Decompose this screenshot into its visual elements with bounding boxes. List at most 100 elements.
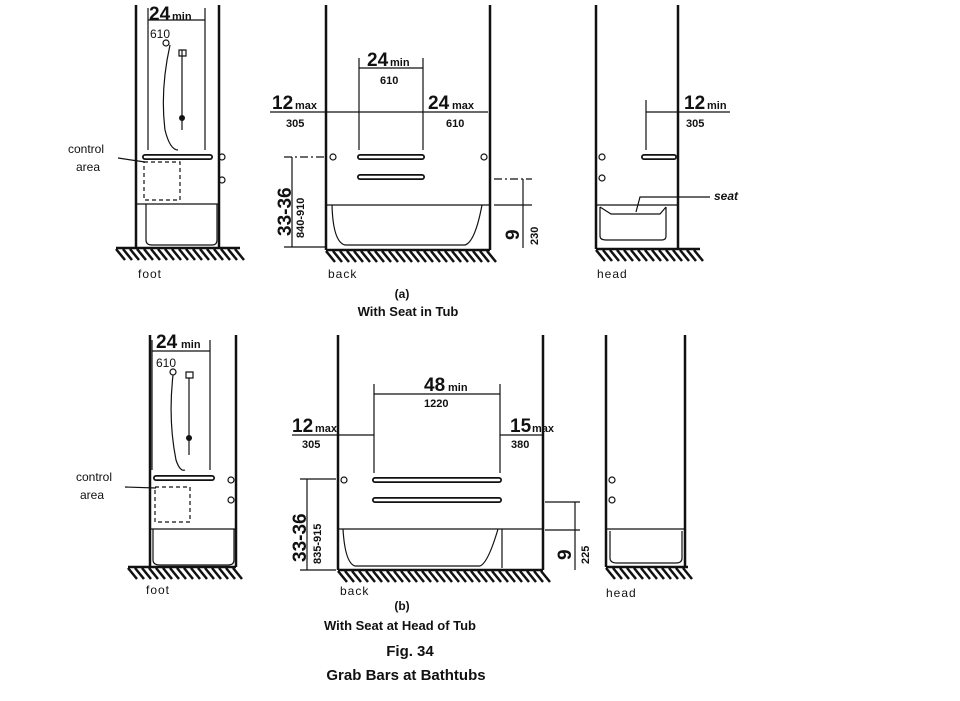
- hand-shower-icon: [170, 371, 194, 471]
- hatch-line: [682, 567, 693, 580]
- hatch-line: [479, 250, 490, 263]
- panel-b-foot-view: 24 min 610 control area foot: [76, 332, 238, 597]
- figure-number: Fig. 34: [386, 643, 434, 660]
- hatch-line: [672, 249, 683, 262]
- hatch-line: [540, 570, 551, 583]
- hatch-line: [386, 570, 397, 583]
- hatch-line: [367, 250, 378, 263]
- hatch-line: [171, 248, 182, 261]
- hatch-line: [626, 567, 637, 580]
- hatch-line: [416, 250, 427, 263]
- hatch-line: [185, 248, 196, 261]
- hatch-line: [190, 567, 201, 580]
- dim-qualifier: min: [172, 11, 192, 23]
- hatch-line: [644, 249, 655, 262]
- hatch-line: [421, 570, 432, 583]
- dim-metric: 840-910: [295, 198, 307, 238]
- view-label-head: head: [597, 267, 628, 281]
- hatch-line: [344, 570, 355, 583]
- hatch-line: [148, 567, 159, 580]
- hatch-line: [451, 250, 462, 263]
- dim-metric: 230: [529, 227, 541, 245]
- hatch-line: [234, 248, 245, 261]
- grab-bar-end: [218, 153, 226, 161]
- hatch-line: [211, 567, 222, 580]
- dim-value: 24: [367, 50, 389, 71]
- dim-metric: 835-915: [312, 524, 324, 564]
- hatch-line: [654, 567, 665, 580]
- hatch-line: [423, 250, 434, 263]
- hatch-line: [339, 250, 350, 263]
- hatch-line: [374, 250, 385, 263]
- dim-qualifier: max: [295, 100, 318, 112]
- dim-value: 24: [428, 93, 450, 114]
- dim-metric: 1220: [424, 398, 448, 410]
- hatch-line: [470, 570, 481, 583]
- dim-metric: 610: [380, 75, 398, 87]
- hatch-line: [437, 250, 448, 263]
- view-label-head: head: [606, 586, 637, 600]
- dim-metric: 225: [580, 546, 592, 564]
- hatch-line: [619, 567, 630, 580]
- hatch-line: [491, 570, 502, 583]
- hatch-line: [609, 249, 620, 262]
- hatch-line: [661, 567, 672, 580]
- control-area-label-2: area: [76, 160, 100, 174]
- hatch-line: [465, 250, 476, 263]
- hatch-line: [637, 249, 648, 262]
- hatch-line: [658, 249, 669, 262]
- hatch-line: [430, 250, 441, 263]
- control-area-box: [154, 486, 191, 523]
- bathtub: [137, 203, 218, 246]
- hatch-line: [388, 250, 399, 263]
- hatch-line: [526, 570, 537, 583]
- hatch-line: [472, 250, 483, 263]
- dim-metric: 610: [150, 27, 170, 41]
- hatch-line: [602, 249, 613, 262]
- dim-value: 48: [424, 375, 445, 396]
- hatch-line: [225, 567, 236, 580]
- hatch-line: [647, 567, 658, 580]
- view-label-back: back: [328, 267, 357, 281]
- panel-b-head-view: head: [604, 335, 688, 600]
- hatch-line: [199, 248, 210, 261]
- hatch-line: [192, 248, 203, 261]
- hand-shower-icon: [162, 44, 187, 151]
- hatch-line: [206, 248, 217, 261]
- hatch-line: [136, 248, 147, 261]
- hatch-line: [612, 567, 623, 580]
- hatch-line: [668, 567, 679, 580]
- hatch-line: [164, 248, 175, 261]
- dim-qualifier: min: [181, 339, 201, 351]
- dim-qualifier: min: [707, 100, 727, 112]
- hatch-line: [183, 567, 194, 580]
- view-label-foot: foot: [146, 583, 170, 597]
- dim-metric: 380: [511, 439, 529, 451]
- hatch-line: [463, 570, 474, 583]
- bathtub: [327, 204, 489, 246]
- dim-value: 15: [510, 416, 532, 437]
- hatch-line: [134, 567, 145, 580]
- hatch-line: [486, 250, 497, 263]
- hatch-line: [595, 249, 606, 262]
- hatch-line: [402, 250, 413, 263]
- hatch-line: [115, 248, 126, 261]
- control-area-label: control: [76, 470, 112, 484]
- hatch-line: [122, 248, 133, 261]
- hatch-line: [665, 249, 676, 262]
- seat-label: seat: [714, 189, 739, 203]
- dim-metric: 610: [156, 356, 176, 370]
- hatch-line: [519, 570, 530, 583]
- hatch-line: [458, 250, 469, 263]
- hatch-line: [679, 249, 690, 262]
- hatch-line: [693, 249, 704, 262]
- hatch-line: [630, 249, 641, 262]
- dim-value: 24: [156, 332, 178, 353]
- tub-seat: [597, 204, 677, 241]
- dim-value: 12: [272, 93, 293, 114]
- hatch-line: [395, 250, 406, 263]
- hatch-line: [442, 570, 453, 583]
- hatch-line: [176, 567, 187, 580]
- hatch-line: [409, 250, 420, 263]
- bathtub: [151, 528, 235, 566]
